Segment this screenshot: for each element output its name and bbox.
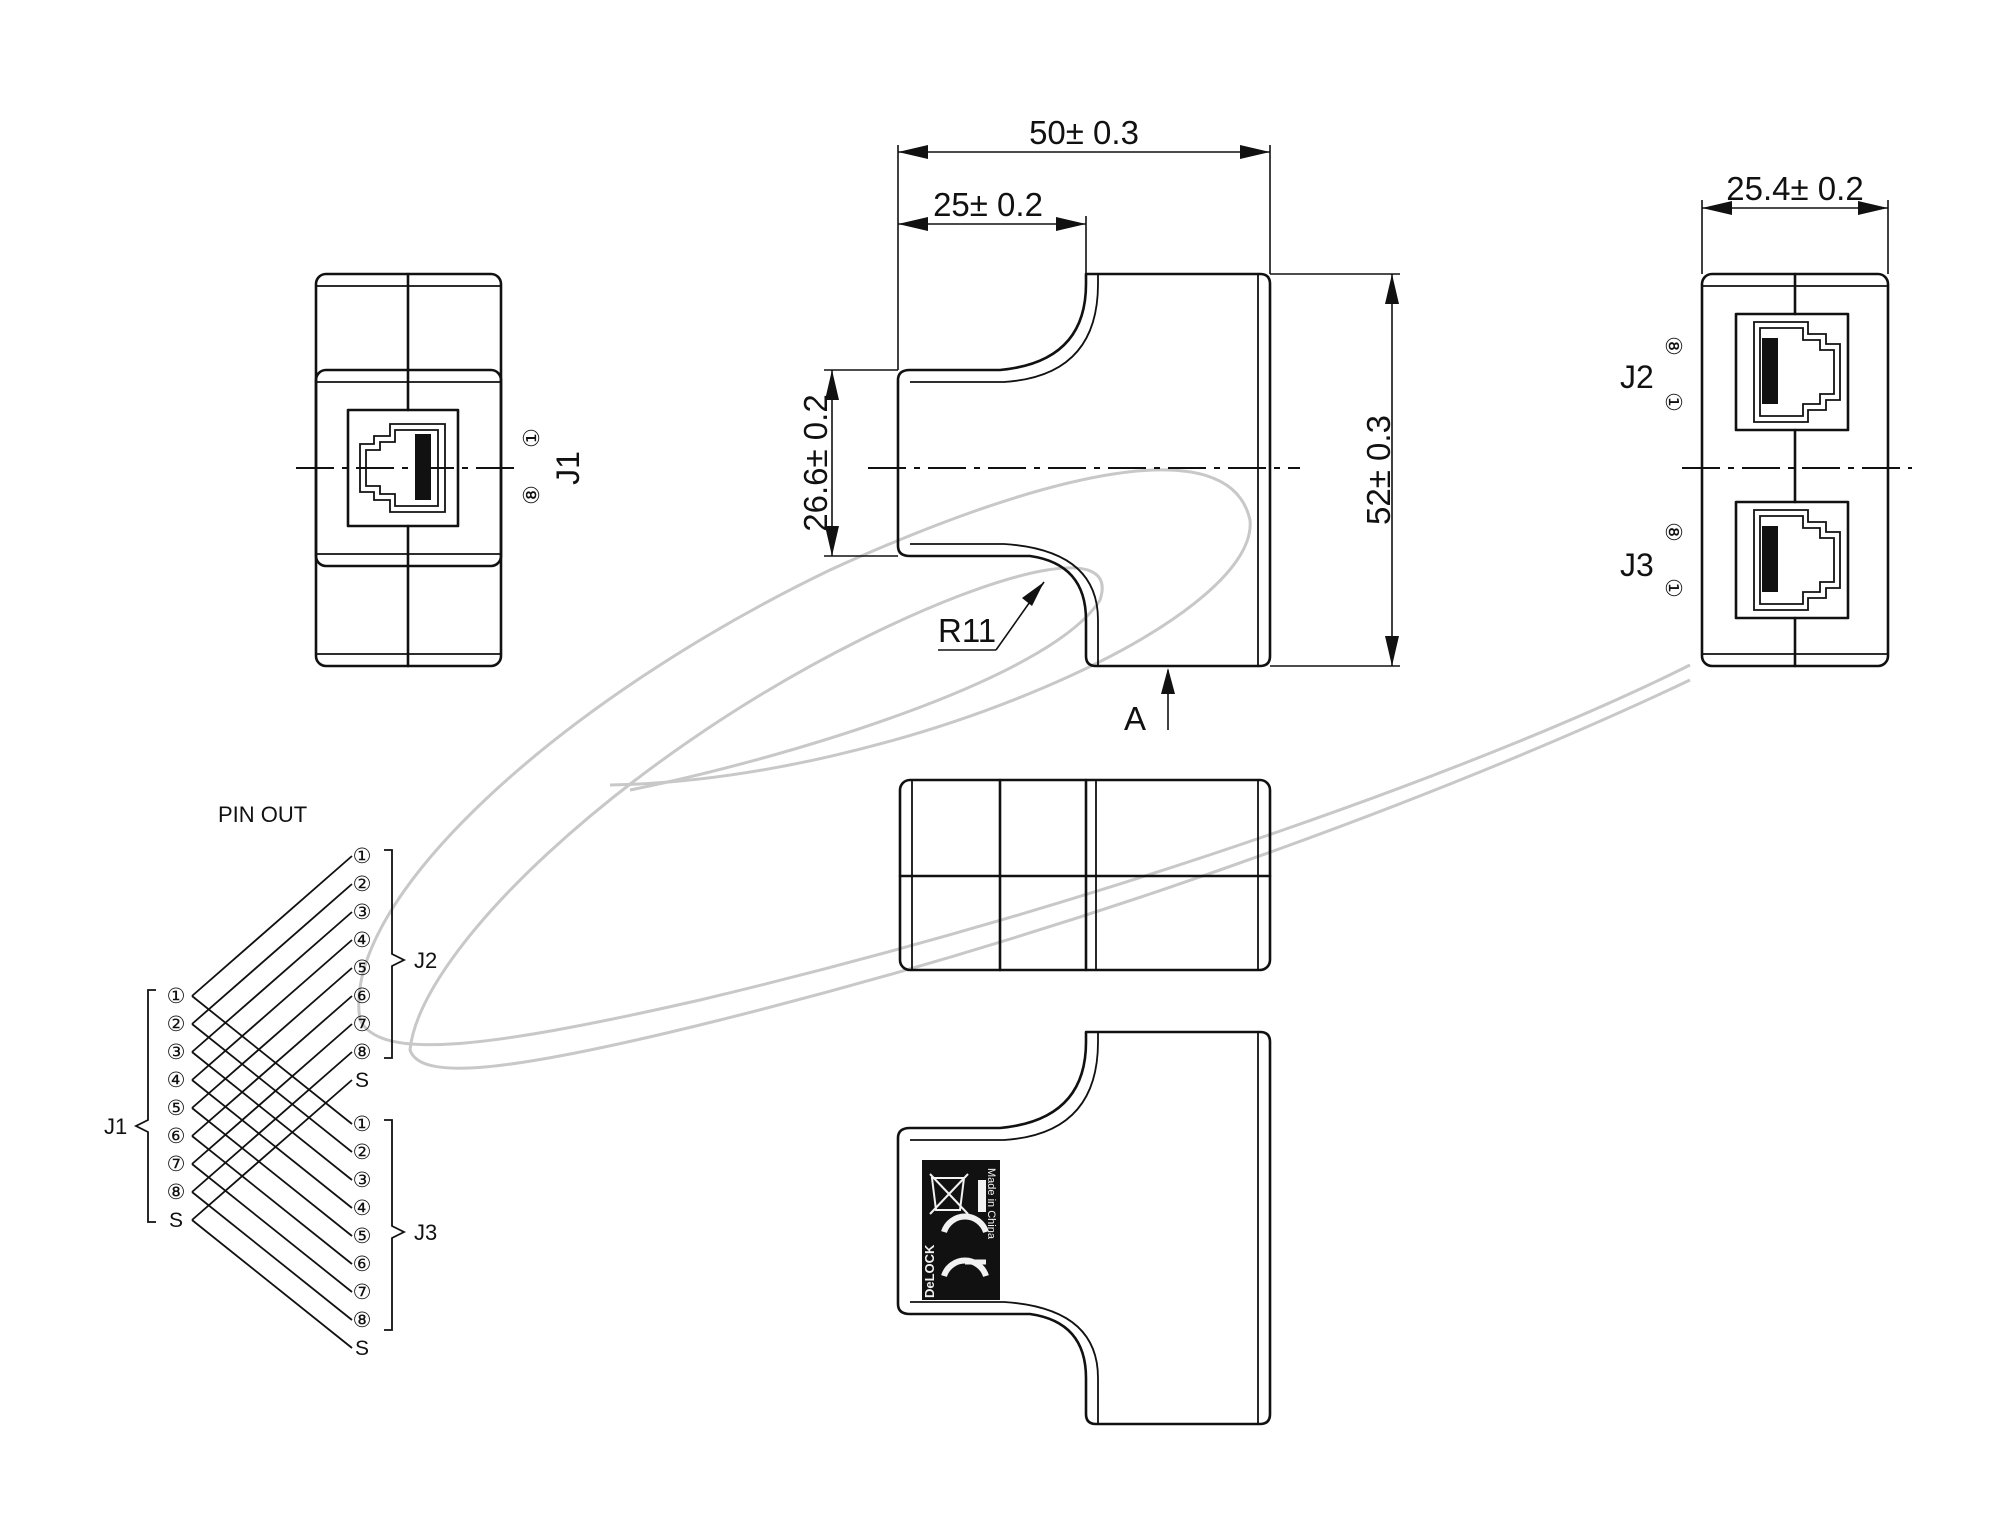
label-made-in: Made in China [985, 1168, 997, 1240]
rj45-contacts-j2 [1762, 338, 1778, 404]
pin-label-j3: ⑤ [353, 1225, 372, 1248]
dim-total-height: 52± 0.3 [1360, 415, 1397, 525]
wire-j1-to-j3 [191, 1135, 353, 1265]
pin-label-j1: S [169, 1209, 183, 1232]
pinout-group-j1: J1 [104, 1114, 127, 1139]
pin-label-j2: ① [353, 845, 372, 868]
label-brand: DeLOCK [922, 1244, 937, 1298]
pin-label-j3: ⑧ [353, 1309, 372, 1332]
dim-socket-height: 26.6± 0.2 [797, 394, 834, 531]
pinout-diagram: PIN OUT ① ② ③ ④ ⑤ ⑥ ⑦ ⑧ S ① ② ③ ④ ⑤ ⑥ ⑦ ⑧ S ① ② ③ ④ ⑤ ⑥ ⑦ ⑧ S J1… [104, 802, 437, 1360]
wire-j1-to-j2 [191, 883, 353, 1025]
pinout-group-j2: J2 [414, 948, 437, 973]
end-view-j1: ① ⑧ J1 [296, 272, 586, 668]
port-label-j3: J3 [1620, 547, 1654, 583]
wire-j1-to-j2 [191, 939, 353, 1081]
pin-8-marker-j1: ⑧ [519, 485, 544, 505]
pin-label-j1: ⑦ [167, 1153, 186, 1176]
pin-label-j2: ③ [353, 901, 372, 924]
pin-label-j2: ⑤ [353, 957, 372, 980]
dim-half-width: 25± 0.2 [933, 186, 1043, 223]
brace-j1 [133, 989, 156, 1223]
pin-label-j3: ③ [353, 1169, 372, 1192]
brace-j3 [384, 1119, 407, 1331]
wire-j1-to-j3 [191, 1107, 353, 1237]
wire-j1-to-j2 [191, 911, 353, 1053]
watermark-logo [357, 468, 1691, 1070]
pin-label-j3: ② [353, 1141, 372, 1164]
pin-label-j2: ② [353, 873, 372, 896]
port-label-j1: J1 [550, 451, 586, 485]
pin-label-j1: ② [167, 1013, 186, 1036]
end-view-j2-j3: J2 ⑧ ① J3 ⑧ ① 25.4± 0.2 [1620, 170, 1912, 668]
pinout-wires [191, 855, 353, 1349]
wire-j1-to-j2 [191, 1051, 353, 1193]
pin-label-j1: ① [167, 985, 186, 1008]
pin-label-j1: ④ [167, 1069, 186, 1092]
pinout-group-j3: J3 [414, 1220, 437, 1245]
front-view [898, 778, 1272, 972]
pin-8-marker-j2: ⑧ [1661, 336, 1686, 356]
dim-side-width: 25.4± 0.2 [1726, 170, 1863, 207]
pin-labels-j2: ① ② ③ ④ ⑤ ⑥ ⑦ ⑧ S [353, 845, 372, 1092]
product-label: Made in China DeLOCK [922, 1160, 1000, 1300]
wire-j1-to-j3 [191, 1023, 353, 1153]
pin-label-j3: ① [353, 1113, 372, 1136]
pin-label-j2: S [355, 1069, 369, 1092]
brace-j2 [384, 849, 407, 1059]
pin-label-j1: ⑥ [167, 1125, 186, 1148]
port-label-j2: J2 [1620, 359, 1654, 395]
pin-label-j1: ③ [167, 1041, 186, 1064]
top-view [868, 272, 1300, 668]
pin-label-j3: ⑦ [353, 1281, 372, 1304]
weee-bin-icon [929, 1173, 969, 1215]
pin-label-j2: ⑦ [353, 1013, 372, 1036]
pin-1-marker-j3: ① [1661, 578, 1686, 598]
wire-j1-to-j2 [191, 1023, 353, 1165]
pin-labels-j1: ① ② ③ ④ ⑤ ⑥ ⑦ ⑧ S [167, 985, 186, 1232]
view-arrow-label: A [1124, 700, 1146, 737]
ce-mark-icon [941, 1213, 989, 1278]
dim-radius: R11 [938, 612, 996, 649]
wire-j1-to-j3 [191, 1051, 353, 1181]
pin-label-j1: ⑧ [167, 1181, 186, 1204]
wire-j1-to-j2 [191, 995, 353, 1137]
pin-label-j3: ④ [353, 1197, 372, 1220]
pin-label-j1: ⑤ [167, 1097, 186, 1120]
wire-j1-to-j3 [191, 1079, 353, 1209]
pin-1-marker-j2: ① [1661, 392, 1686, 412]
weee-bar-icon [978, 1180, 986, 1212]
pin-label-j2: ⑧ [353, 1041, 372, 1064]
wire-j1-to-j3 [191, 1163, 353, 1293]
dimensions-top: 50± 0.3 25± 0.2 26.6± 0.2 52± 0.3 R11 A [797, 114, 1400, 737]
pin-label-j3: S [355, 1337, 369, 1360]
pin-label-j2: ④ [353, 929, 372, 952]
rj45-contacts-j3 [1762, 526, 1778, 592]
pin-labels-j3: ① ② ③ ④ ⑤ ⑥ ⑦ ⑧ S [353, 1113, 372, 1360]
pin-8-marker-j3: ⑧ [1661, 522, 1686, 542]
pin-label-j2: ⑥ [353, 985, 372, 1008]
pin-label-j3: ⑥ [353, 1253, 372, 1276]
wire-j1-to-j3 [191, 1191, 353, 1321]
wire-j1-to-j2 [191, 855, 353, 997]
dim-total-width: 50± 0.3 [1029, 114, 1139, 151]
pin-1-marker-j1: ① [519, 428, 544, 448]
pinout-title: PIN OUT [218, 802, 307, 827]
wire-j1-to-j2 [191, 967, 353, 1109]
wire-j1-to-j2 [191, 1079, 353, 1221]
wire-j1-to-j3 [191, 1219, 353, 1349]
bottom-view: Made in China DeLOCK [896, 1030, 1272, 1426]
